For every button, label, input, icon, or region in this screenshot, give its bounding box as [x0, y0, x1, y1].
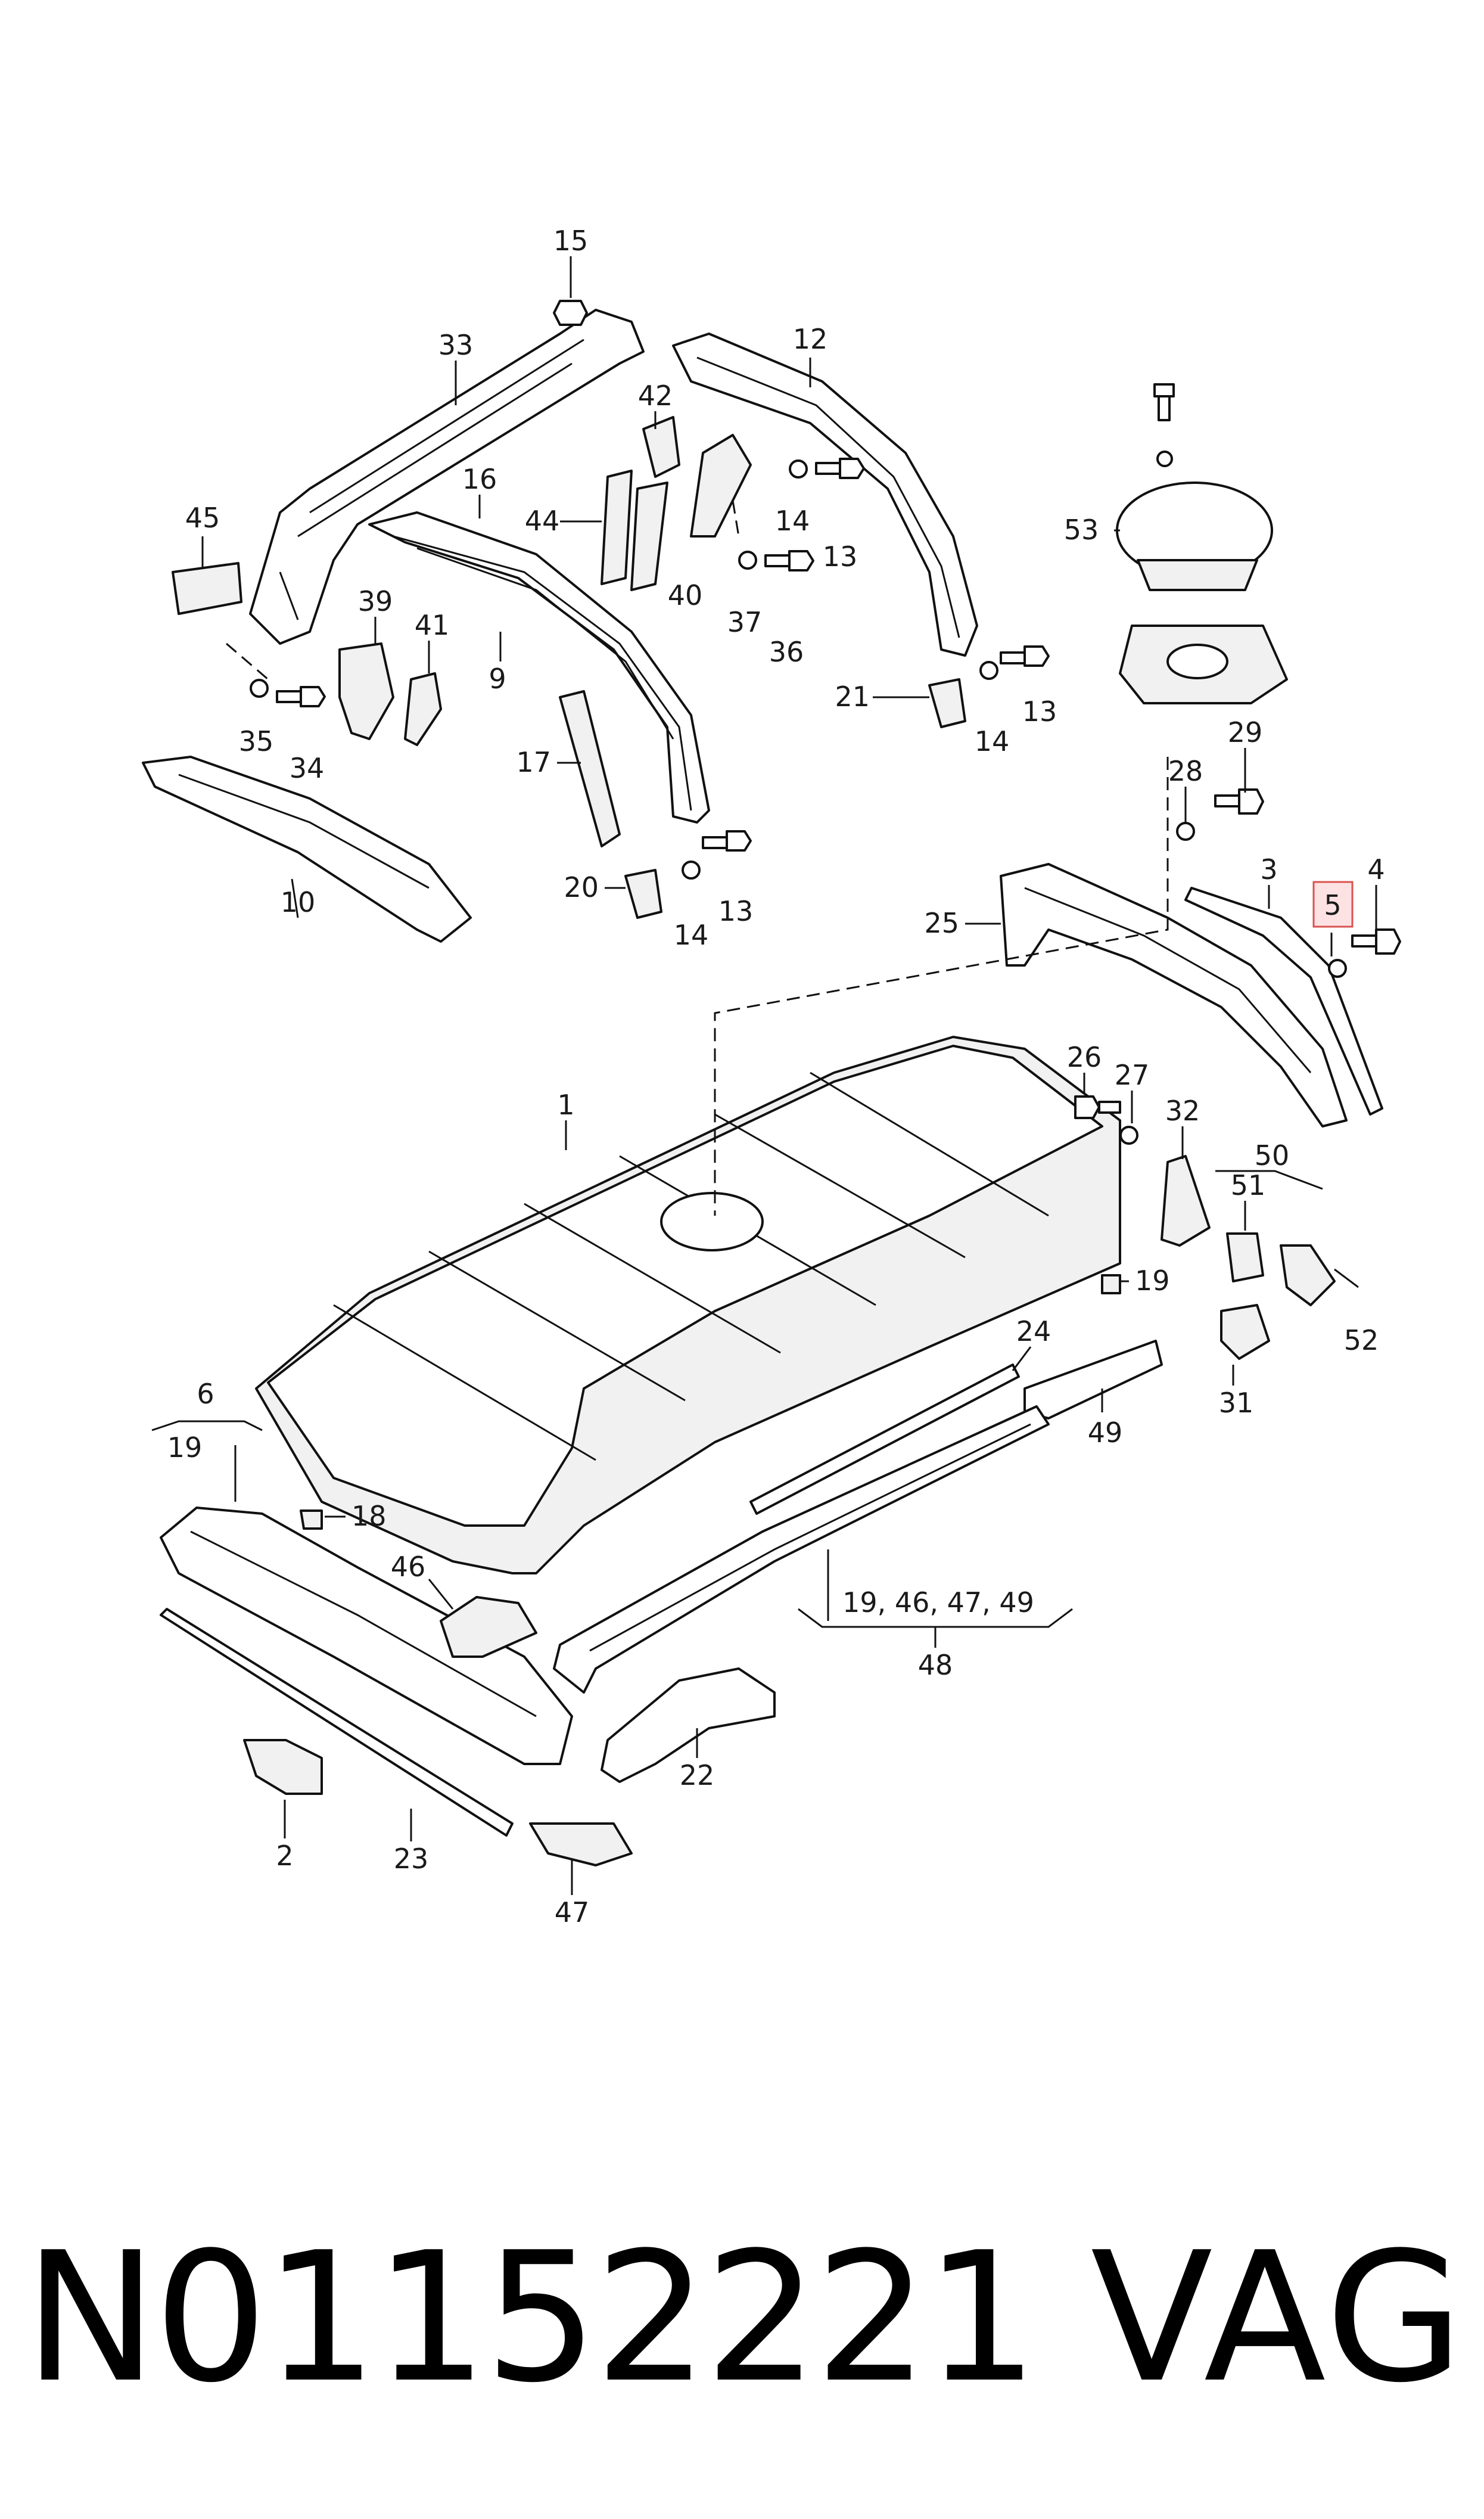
- part-1-opening: [660, 1192, 764, 1251]
- part-3-strip: [1184, 887, 1383, 1116]
- callout-36: 36: [769, 636, 804, 668]
- callout-47: 47: [555, 1896, 590, 1928]
- callout-48: 48: [918, 1649, 953, 1681]
- part-22-panel: [601, 1667, 776, 1783]
- part-47-cap: [529, 1822, 633, 1866]
- part-25-bow: [1000, 863, 1348, 1128]
- part-39-bracket: [338, 642, 394, 740]
- callout-21: 21: [835, 681, 870, 713]
- fasteners: [250, 300, 1401, 1145]
- part-48-sill: [553, 1405, 1050, 1694]
- part-46-bracket: [440, 1596, 537, 1658]
- callout-40: 40: [668, 579, 703, 611]
- part-18-clip: [300, 1509, 323, 1530]
- callout-29: 29: [1228, 716, 1263, 748]
- part-10-rail: [142, 756, 472, 943]
- callout-53: 53: [1064, 514, 1099, 546]
- callout-12: 12: [793, 323, 828, 355]
- callout-19a: 19: [1135, 1265, 1170, 1297]
- part-51-bracket: [1226, 1232, 1264, 1282]
- part-31-bracket: [1220, 1304, 1270, 1360]
- callout-19-46-47-49: 19, 46, 47, 49: [842, 1586, 1034, 1619]
- callout-37: 37: [727, 606, 763, 638]
- callout-26: 26: [1067, 1041, 1102, 1073]
- part-49-strip: [1023, 1340, 1163, 1420]
- callout-46: 46: [391, 1551, 426, 1583]
- callout-14a: 14: [775, 505, 810, 537]
- callout-1: 1: [557, 1089, 574, 1121]
- part-42-bracket: [642, 416, 680, 478]
- callout-25: 25: [924, 907, 959, 939]
- callout-35: 35: [239, 725, 274, 757]
- callout-18: 18: [351, 1500, 387, 1532]
- part-21-bracket: [928, 678, 966, 728]
- part-32-bracket: [1161, 1155, 1211, 1247]
- callout-27: 27: [1115, 1059, 1150, 1091]
- callout-31: 31: [1219, 1387, 1254, 1419]
- callout-14c: 14: [674, 919, 709, 951]
- callout-34: 34: [290, 752, 325, 784]
- callout-15: 15: [553, 225, 589, 257]
- callout-9: 9: [489, 663, 506, 695]
- part-41-bracket: [404, 672, 442, 746]
- callout-13b: 13: [1022, 695, 1057, 728]
- part-2-bracket: [243, 1739, 323, 1795]
- part-44b-bracket: [630, 482, 668, 591]
- callout-14b: 14: [975, 725, 1010, 757]
- highlight-box: [1312, 881, 1354, 928]
- callout-2: 2: [276, 1840, 293, 1872]
- callout-17: 17: [516, 746, 551, 778]
- callout-labels: 15 33 12 42 16 44 14 13 45 40 37 36 39 4…: [167, 225, 1385, 1928]
- brand-name: VAG: [1090, 2214, 1466, 2422]
- callout-5: 5: [1324, 889, 1341, 921]
- callout-52: 52: [1344, 1324, 1379, 1356]
- part-number: N01152221: [24, 2214, 1038, 2422]
- callout-42: 42: [638, 380, 673, 412]
- callout-13c: 13: [718, 895, 754, 927]
- leader-lines: [151, 256, 1377, 1895]
- callout-10: 10: [281, 886, 316, 918]
- footer: N01152221 VAG: [0, 2193, 1484, 2443]
- part-drawings: [142, 300, 1401, 1866]
- callout-22: 22: [680, 1759, 715, 1791]
- part-24-strip: [749, 1363, 1020, 1515]
- callout-28: 28: [1168, 755, 1203, 787]
- callout-41: 41: [415, 609, 450, 641]
- callout-33: 33: [438, 329, 474, 361]
- callout-32: 32: [1165, 1095, 1200, 1127]
- callout-19b: 19: [167, 1431, 203, 1464]
- callout-39: 39: [358, 585, 393, 617]
- callout-16: 16: [462, 463, 497, 495]
- callout-3: 3: [1260, 853, 1277, 886]
- callout-51: 51: [1231, 1169, 1266, 1201]
- part-44-bracket: [601, 470, 633, 585]
- part-40-bracket: [690, 434, 752, 538]
- part-12-bow: [672, 333, 978, 657]
- part-16-bow: [368, 511, 710, 824]
- part-52-bracket: [1280, 1244, 1336, 1306]
- part-33-frame: [249, 309, 645, 645]
- callout-50: 50: [1255, 1139, 1290, 1172]
- callout-45: 45: [185, 502, 220, 534]
- callout-23: 23: [394, 1843, 429, 1875]
- part-19-clip: [1101, 1274, 1121, 1294]
- part-17-bracket: [559, 690, 621, 847]
- callout-20: 20: [564, 871, 599, 903]
- callout-4: 4: [1367, 853, 1385, 886]
- callout-13a: 13: [823, 541, 858, 573]
- part-45-plate: [172, 562, 242, 615]
- callout-24: 24: [1016, 1315, 1051, 1347]
- part-20-bracket: [624, 869, 662, 919]
- callout-6: 6: [197, 1378, 214, 1410]
- callout-49: 49: [1088, 1417, 1123, 1449]
- part-23-strip: [160, 1608, 514, 1837]
- part-6-rail: [160, 1507, 573, 1765]
- callout-44: 44: [525, 505, 560, 537]
